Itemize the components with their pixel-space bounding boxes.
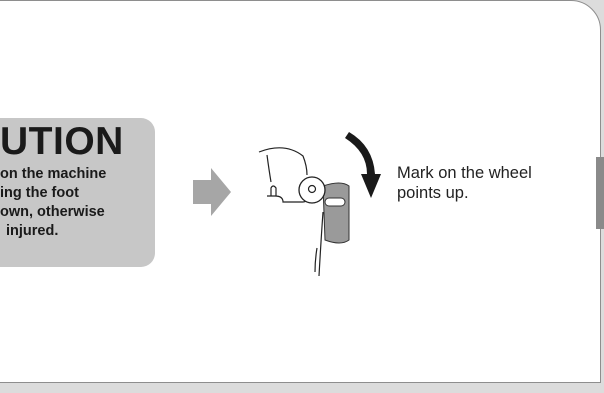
caution-text: on the machine ing the foot own, otherwi… [0,165,160,241]
machine-lower-edge [318,211,324,277]
caution-title: UTION [0,120,124,163]
machine-edge [266,154,272,183]
caution-box [0,118,155,267]
curved-arrow-down-icon [345,132,381,198]
wheel-note-line-2: points up. [397,184,469,202]
machine-outline [258,147,308,176]
presser-foot [270,185,277,196]
caution-line-4: injured. [6,223,59,239]
caution-line-2: ing the foot [0,185,79,201]
caution-line-1: on the machine [0,166,107,182]
arrow-right-icon [193,168,231,216]
wheel-mark [324,197,346,207]
wheel-note-line-1: Mark on the wheel [397,164,532,182]
handwheel [322,182,350,244]
wheel-illustration [258,132,381,277]
caution-line-3: own, otherwise [0,204,105,220]
wheel-note: Mark on the wheel points up. [397,163,577,203]
page-edge-tab[interactable] [596,157,604,229]
